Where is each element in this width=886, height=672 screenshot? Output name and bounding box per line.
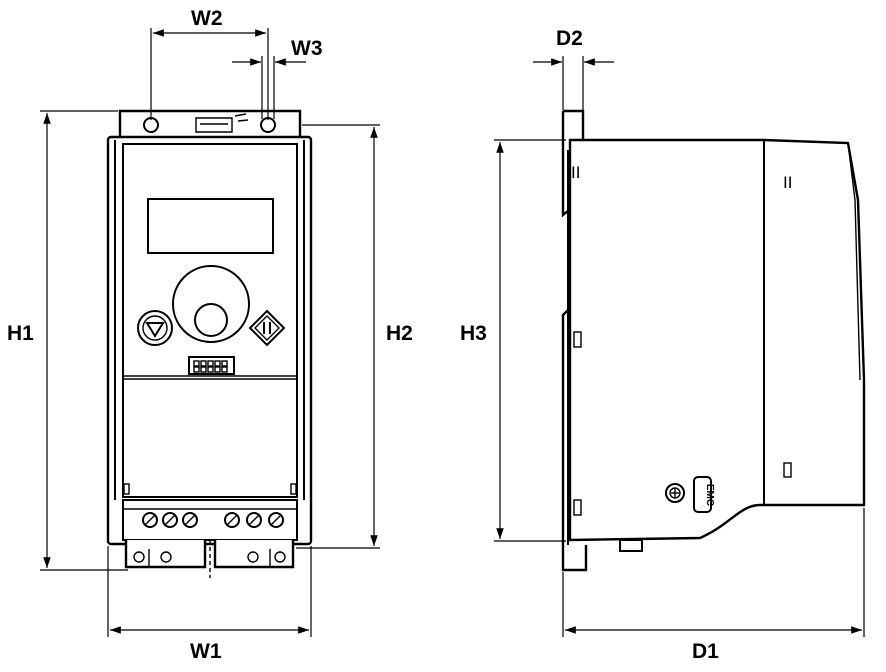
dial-knob <box>194 303 228 337</box>
comm-connector <box>188 356 235 375</box>
front-cover <box>122 143 298 498</box>
stop-triangle-icon <box>145 322 165 338</box>
stop-button-outline <box>137 310 173 346</box>
bottom-foot-left <box>124 540 207 569</box>
top-latch <box>195 117 233 133</box>
side-mark-right: II <box>783 173 792 192</box>
control-dial <box>172 265 250 343</box>
emc-screw <box>665 483 685 503</box>
h3-label: H3 <box>460 322 487 345</box>
w3-label: W3 <box>291 37 323 60</box>
w1-label: W1 <box>190 640 222 663</box>
bottom-foot-right <box>213 540 295 569</box>
side-slot <box>573 499 582 516</box>
front-dimensions: H1 H2 W1 W2 W3 <box>7 7 413 663</box>
d1-label: D1 <box>692 640 719 663</box>
terminal-screws <box>142 512 284 528</box>
start-button-outline <box>248 309 286 347</box>
top-mounting-tab <box>118 109 302 140</box>
h2-label: H2 <box>386 322 413 345</box>
emc-label-box <box>693 476 712 513</box>
w2-label: W2 <box>191 7 223 30</box>
side-slot <box>783 462 792 478</box>
h1-label: H1 <box>7 322 34 345</box>
emc-label: EMC <box>704 484 715 506</box>
d2-label: D2 <box>556 27 583 50</box>
side-dimensions: H3 D1 D2 <box>460 27 865 663</box>
display-window <box>147 198 274 254</box>
front-view <box>106 109 313 578</box>
side-housing <box>568 138 866 542</box>
bottom-clip <box>619 539 643 552</box>
side-mark-left: II <box>571 163 580 182</box>
side-slot <box>573 331 582 348</box>
side-view: II II EMC <box>561 109 866 572</box>
